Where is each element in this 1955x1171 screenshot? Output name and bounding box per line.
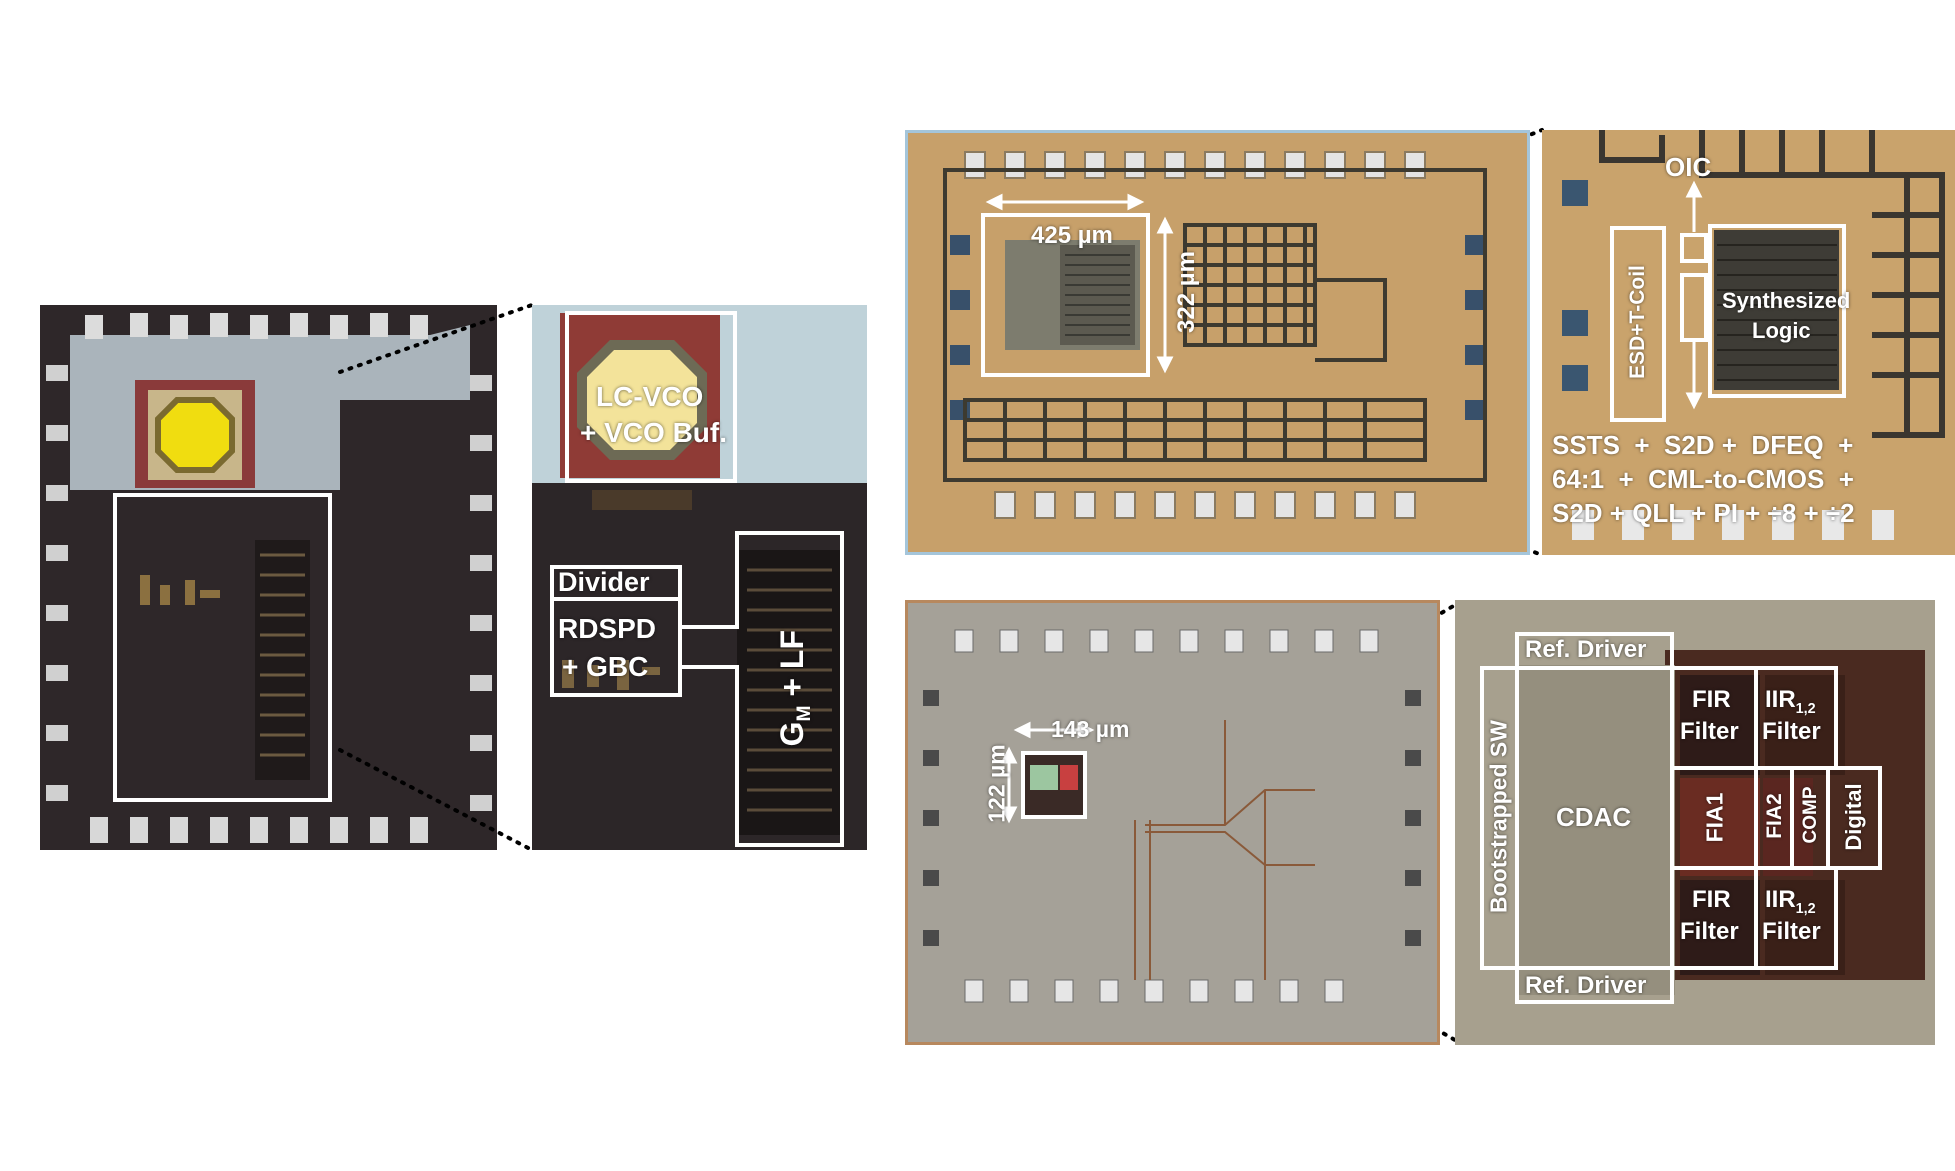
receiver-width-label: 425 µm [1031, 222, 1113, 249]
bootstrapped-sw-label: Bootstrapped SW [1485, 720, 1512, 913]
fir-top-label-1: FIR [1692, 686, 1731, 713]
comp-label: COMP [1800, 786, 1821, 844]
pll-zoom-artwork [532, 305, 867, 850]
pll-zoom-photo: LC-VCO + VCO Buf. Divider RDSPD + GBC GM… [532, 305, 867, 850]
fir-bottom-label-1: FIR [1692, 886, 1731, 913]
esd-tcoil-label: ESD+T-Coil [1626, 265, 1649, 379]
receiver-die-artwork [905, 130, 1530, 555]
synth-logic-line2: Logic [1752, 318, 1811, 343]
gbc-label: + GBC [562, 651, 649, 682]
fia2-label: FIA2 [1763, 793, 1786, 839]
adc-zoom-artwork [1455, 600, 1935, 1045]
receiver-die-photo: 425 µm 322 µm [905, 130, 1530, 555]
synth-logic-line1: Synthesized [1722, 288, 1851, 313]
adc-die-artwork [905, 600, 1440, 1045]
adc-die-photo: 143 µm 122 µm [905, 600, 1440, 1045]
divider-label: Divider [558, 567, 650, 597]
rdspd-label: RDSPD [558, 613, 657, 644]
fia1-label: FIA1 [1701, 792, 1728, 843]
pll-die-artwork [40, 305, 497, 850]
pll-die-photo [40, 305, 497, 850]
receiver-desc-line1: SSTS + S2D + DFEQ + [1552, 430, 1854, 460]
oic-label: OIC [1665, 152, 1712, 182]
iir-bottom-label-2: Filter [1762, 918, 1821, 945]
vco-buffer-label: + VCO Buf. [580, 417, 728, 448]
ref-driver-top-label: Ref. Driver [1525, 636, 1647, 663]
ref-driver-bottom-label: Ref. Driver [1525, 972, 1647, 999]
iir-top-label: IIR1,2 [1765, 686, 1816, 717]
fir-top-label-2: Filter [1680, 718, 1739, 745]
receiver-height-label: 322 µm [1173, 251, 1200, 333]
gm-text: G [773, 721, 810, 747]
fir-bottom-label-2: Filter [1680, 918, 1739, 945]
receiver-zoom-photo: OIC ESD+T-Coil Synthesized Logic SSTS + … [1542, 130, 1955, 555]
adc-zoom-photo: Ref. Driver Ref. Driver Bootstrapped SW … [1455, 600, 1935, 1045]
digital-label: Digital [1841, 783, 1866, 851]
iir-top-text: IIR [1765, 686, 1796, 713]
adc-height-label: 122 µm [983, 744, 1010, 823]
iir-bottom-subscript: 1,2 [1795, 900, 1816, 917]
receiver-desc-line3: S2D + QLL + PI + ÷8 + ÷2 [1552, 498, 1855, 528]
cdac-label: CDAC [1556, 802, 1632, 832]
receiver-zoom-artwork [1542, 130, 1955, 555]
lc-vco-label: LC-VCO [596, 381, 704, 412]
iir-top-subscript: 1,2 [1795, 700, 1816, 717]
iir-bottom-text: IIR [1765, 886, 1796, 913]
iir-bottom-label: IIR1,2 [1765, 886, 1816, 917]
receiver-desc-line2: 64:1 + CML-to-CMOS + [1552, 464, 1854, 494]
adc-width-label: 143 µm [1051, 716, 1130, 742]
gm-lf-label: GM + LF [774, 623, 816, 753]
gm-subscript: M [794, 705, 816, 722]
iir-top-label-2: Filter [1762, 718, 1821, 745]
lf-text: + LF [773, 629, 810, 706]
